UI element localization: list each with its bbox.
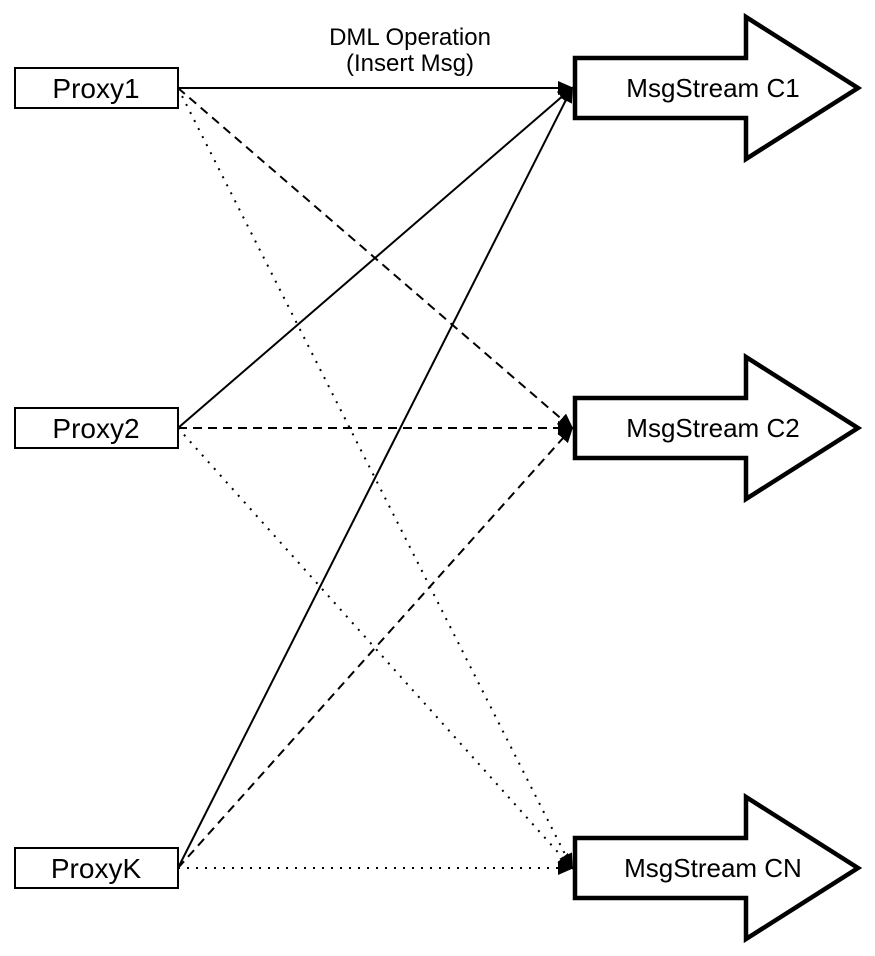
proxy2-label: Proxy2 <box>52 413 139 444</box>
proxyk-box <box>14 847 179 889</box>
proxyk-node: ProxyK <box>14 847 179 889</box>
msgstream-c1-label: MsgStream C1 <box>626 73 799 103</box>
block-arrow-right-icon <box>572 792 863 944</box>
proxy1-node: Proxy1 <box>14 67 179 109</box>
title-line-1: DML Operation <box>329 24 491 51</box>
msgstream-c1: MsgStream C1 <box>572 12 863 164</box>
proxy1-box <box>14 67 179 109</box>
msgstream-c2: MsgStream C2 <box>572 352 863 504</box>
proxy2-box <box>14 407 179 449</box>
title-line-2: (Insert Msg) <box>346 50 474 77</box>
proxy1-label: Proxy1 <box>52 73 139 104</box>
msgstream-c2-label: MsgStream C2 <box>626 413 799 443</box>
block-arrow-right-icon <box>572 12 863 164</box>
msgstream-cn-label: MsgStream CN <box>624 853 802 883</box>
title-annotation: DML Operation (Insert Msg) <box>329 24 491 77</box>
msgstream-cn: MsgStream CN <box>572 792 863 944</box>
edges-group <box>177 81 574 875</box>
block-arrow-right-icon <box>572 352 863 504</box>
proxy2-node: Proxy2 <box>14 407 179 449</box>
proxyk-label: ProxyK <box>51 853 142 884</box>
edge-proxyk-to-c2 <box>177 426 574 869</box>
edge-proxy2-to-c1 <box>177 86 574 429</box>
edge-proxyk-to-c1 <box>177 86 573 869</box>
edge-proxy1-to-cn <box>177 87 573 870</box>
